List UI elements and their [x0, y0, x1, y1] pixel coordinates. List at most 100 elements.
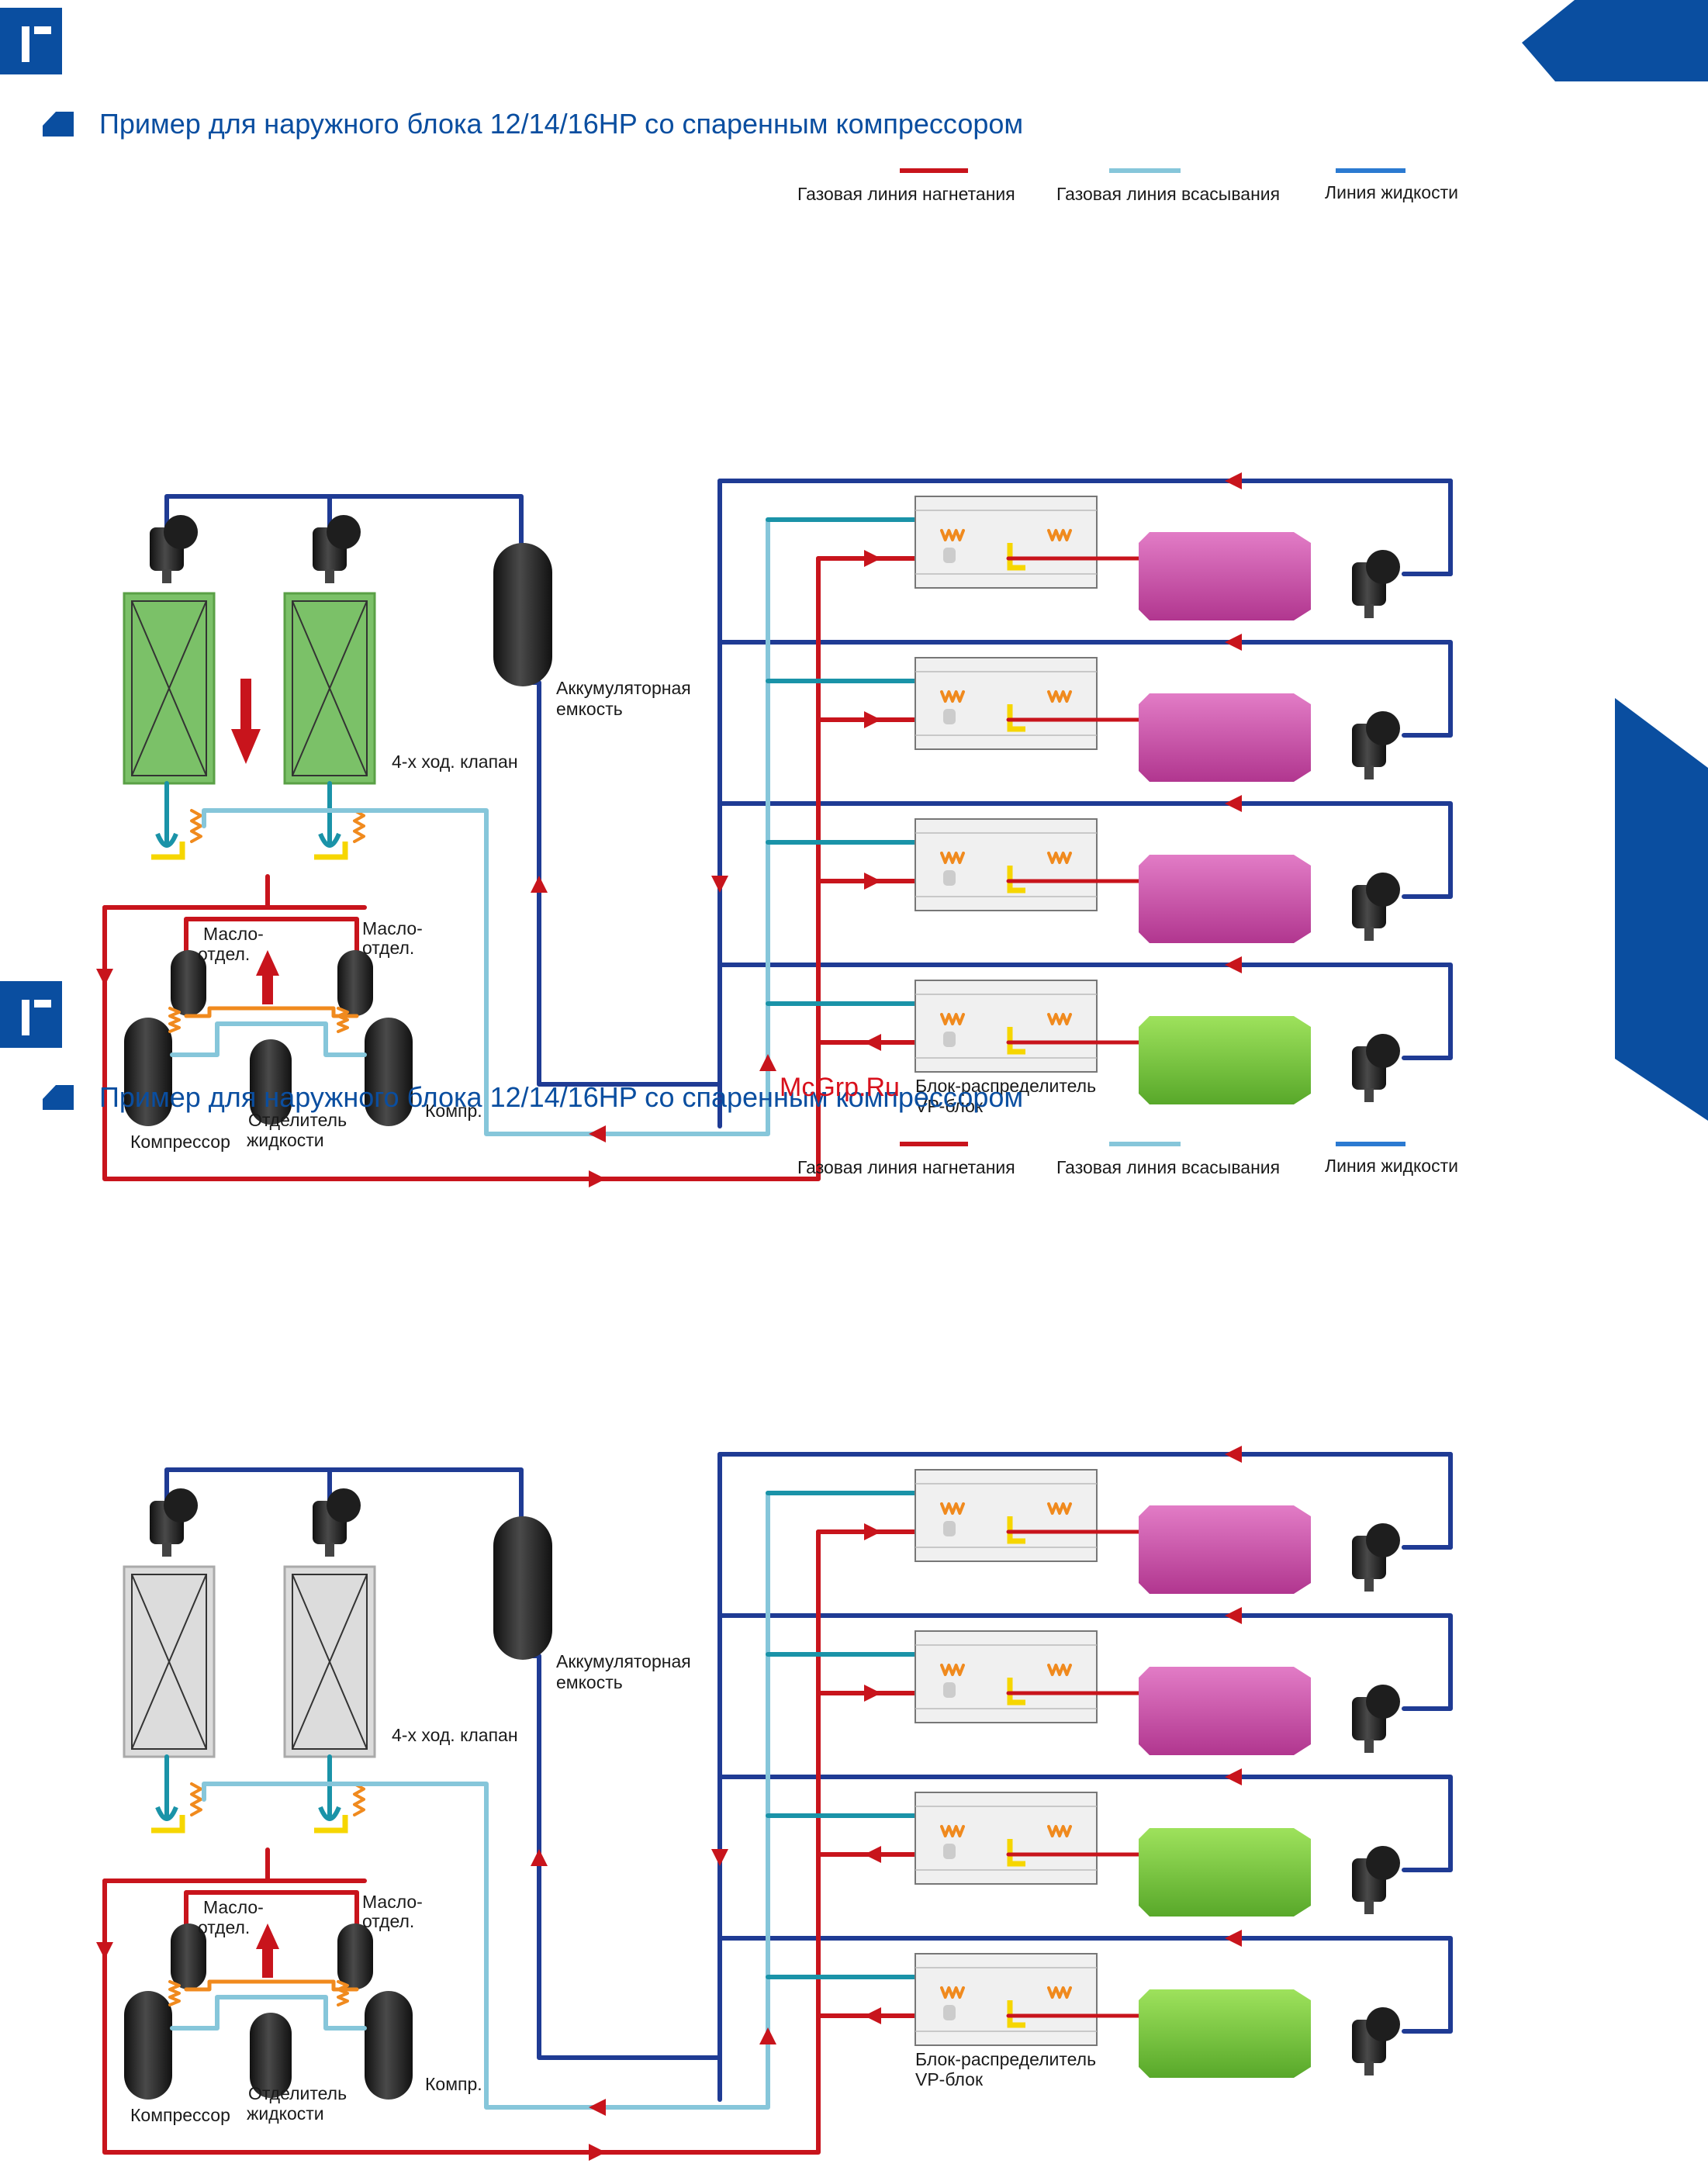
- liquid-separator: [250, 2013, 292, 2098]
- valve-icon: [1352, 711, 1400, 779]
- flow-arrow-icon: [864, 873, 881, 890]
- oil-separator-left-bottom: [171, 980, 206, 1016]
- oil-return-line: [184, 1006, 359, 1018]
- accumulator-top: [493, 1516, 552, 1575]
- flow-arrow-icon: [1225, 1446, 1242, 1463]
- label-vp-block: Блок-распределитель: [915, 1076, 1096, 1096]
- legend-liquid: Линия жидкости: [1325, 1156, 1458, 1176]
- outdoor-coil-frame: [292, 600, 368, 776]
- oil-separator-left-top: [171, 1923, 206, 1959]
- flow-arrow-icon: [589, 1170, 606, 1187]
- label-four-way-valve: 4-х ход. клапан: [392, 752, 518, 772]
- flow-arrow-icon: [864, 1846, 881, 1863]
- heat-exchanger-icon: [940, 1986, 965, 1999]
- indoor-unit: [1139, 532, 1311, 620]
- liquid-line-branch: [717, 1936, 1453, 2034]
- watermark: McGrp.Ru: [780, 1073, 900, 1102]
- valve-stem: [1364, 766, 1374, 779]
- valve-icon: [1352, 1846, 1400, 1914]
- oil-separator-right: [337, 1923, 373, 1989]
- heat-exchanger-icon: [337, 1980, 349, 2006]
- compressor-left-top: [124, 1018, 172, 1066]
- vp-block: [915, 496, 1098, 589]
- flow-arrow-icon: [711, 876, 728, 893]
- section-icon-mark: [22, 1000, 29, 1035]
- heat-exchanger-icon: [168, 1980, 181, 2006]
- section-icon-mark: [34, 26, 51, 34]
- heat-exchanger-icon: [940, 1502, 965, 1515]
- valve-stem: [1364, 1578, 1374, 1592]
- legend-suction: Газовая линия всасывания: [1056, 1157, 1280, 1177]
- heat-exchanger-icon: [940, 1664, 965, 1676]
- vp-block: [915, 1630, 1098, 1723]
- heat-exchanger-icon: [190, 1782, 202, 1816]
- valve-icon: [313, 515, 361, 583]
- valve-stem: [1364, 1900, 1374, 1914]
- compressor-right-top: [365, 1018, 413, 1066]
- label-compressor: Компрессор: [130, 1132, 230, 1152]
- outdoor-coil-cross: [292, 1574, 368, 1750]
- valve-icon: [1352, 1523, 1400, 1592]
- valve-stem: [1364, 2062, 1374, 2075]
- outdoor-coil-frame: [131, 600, 207, 776]
- valve-stem: [325, 569, 334, 583]
- liquid-line-branch: [717, 479, 1453, 576]
- accumulator: [493, 543, 552, 686]
- label-oil-separator-right: Масло-: [362, 918, 423, 938]
- oil-separator-right-top: [337, 950, 373, 986]
- valve-icon: [1352, 2007, 1400, 2075]
- heat-exchanger-icon: [1047, 1664, 1072, 1676]
- label-accumulator: емкость: [556, 699, 623, 719]
- outdoor-coil-frame: [131, 1574, 207, 1750]
- label-vp-block: Блок-распределитель: [915, 2049, 1096, 2069]
- diagram-heating: Пример для наружного блока 12/14/16HP со…: [0, 981, 1458, 2161]
- label-four-way-valve: 4-х ход. клапан: [392, 1725, 518, 1745]
- oil-separator-left: [171, 1923, 206, 1989]
- section-title: Пример для наружного блока 12/14/16HP со…: [99, 1081, 1023, 1113]
- oil-separator-left-top: [171, 950, 206, 986]
- vp-joint: [1007, 704, 1025, 732]
- heat-exchanger-icon: [940, 529, 965, 541]
- label-compressor: Компрессор: [130, 2105, 230, 2125]
- flow-arrow-icon: [864, 1034, 881, 1051]
- oil-return-line: [184, 1979, 359, 1992]
- compressor-right-bottom: [365, 2051, 413, 2100]
- airflow-arrow-head: [231, 729, 261, 764]
- valve-stem: [1364, 927, 1374, 941]
- liquid-separator: [250, 1039, 292, 1125]
- valve-stem: [162, 569, 171, 583]
- label-oil-separator-left: Масло-: [203, 1897, 264, 1917]
- flow-arrow-icon: [864, 2007, 881, 2024]
- flow-arrow-icon: [759, 1054, 776, 1071]
- section-title: Пример для наружного блока 12/14/16HP со…: [99, 108, 1023, 140]
- heat-exchanger-icon: [940, 1825, 965, 1837]
- vp-valve: [943, 548, 956, 563]
- oil-separator-right-bottom: [337, 1954, 373, 1989]
- outdoor-coil-cross: [131, 600, 207, 776]
- vp-block: [915, 980, 1098, 1073]
- compressor-right: [365, 1991, 413, 2100]
- flow-arrow-icon: [589, 2144, 606, 2161]
- liquid-line-branch: [717, 1775, 1453, 1872]
- flow-arrow-icon: [1225, 956, 1242, 973]
- comp-suction: [170, 1995, 367, 2031]
- liquid-separator-bottom: [250, 1083, 292, 1125]
- liquid-line-branch: [717, 640, 1453, 738]
- liquid-separator-top: [250, 1039, 292, 1081]
- heat-exchanger-icon: [940, 1013, 965, 1025]
- heat-exchanger-icon: [1047, 1013, 1072, 1025]
- label-oil-separator-left: Масло-: [203, 924, 264, 944]
- flow-arrow-icon: [864, 550, 881, 567]
- u-bend: [155, 1806, 178, 1821]
- liquid-line: [164, 494, 524, 545]
- valve-head: [1366, 2007, 1400, 2041]
- comp-arrow: [262, 973, 273, 1004]
- legend-suction: Газовая линия всасывания: [1056, 184, 1280, 204]
- oil-separator-line: [184, 917, 359, 956]
- label-oil-separator-right: Масло-: [362, 1892, 423, 1912]
- vp-block: [915, 1792, 1098, 1885]
- vp-block: [915, 657, 1098, 750]
- compressor-right-top: [365, 1991, 413, 2039]
- vp-joint: [1007, 543, 1025, 571]
